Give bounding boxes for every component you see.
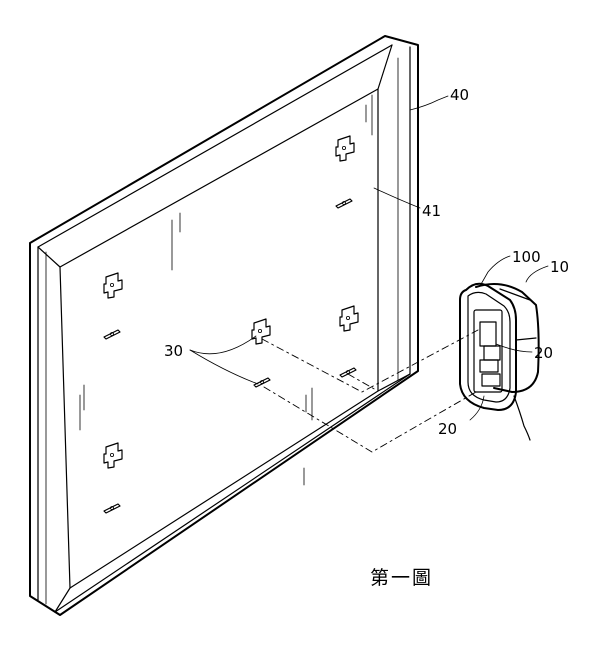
label-connector-upper: 20 xyxy=(534,344,553,362)
label-connector-lower: 20 xyxy=(438,420,457,438)
keyhole-brackets xyxy=(104,136,358,513)
label-panel: 41 xyxy=(422,202,441,220)
label-device: 100 xyxy=(512,248,541,266)
picture-frame xyxy=(30,36,418,615)
panel-shading xyxy=(80,95,372,485)
device-housing xyxy=(460,284,539,440)
figure-caption: 第一圖 xyxy=(370,567,433,589)
label-frame: 40 xyxy=(450,86,469,104)
label-assembly: 10 xyxy=(550,258,569,276)
label-mounts: 30 xyxy=(164,342,183,360)
